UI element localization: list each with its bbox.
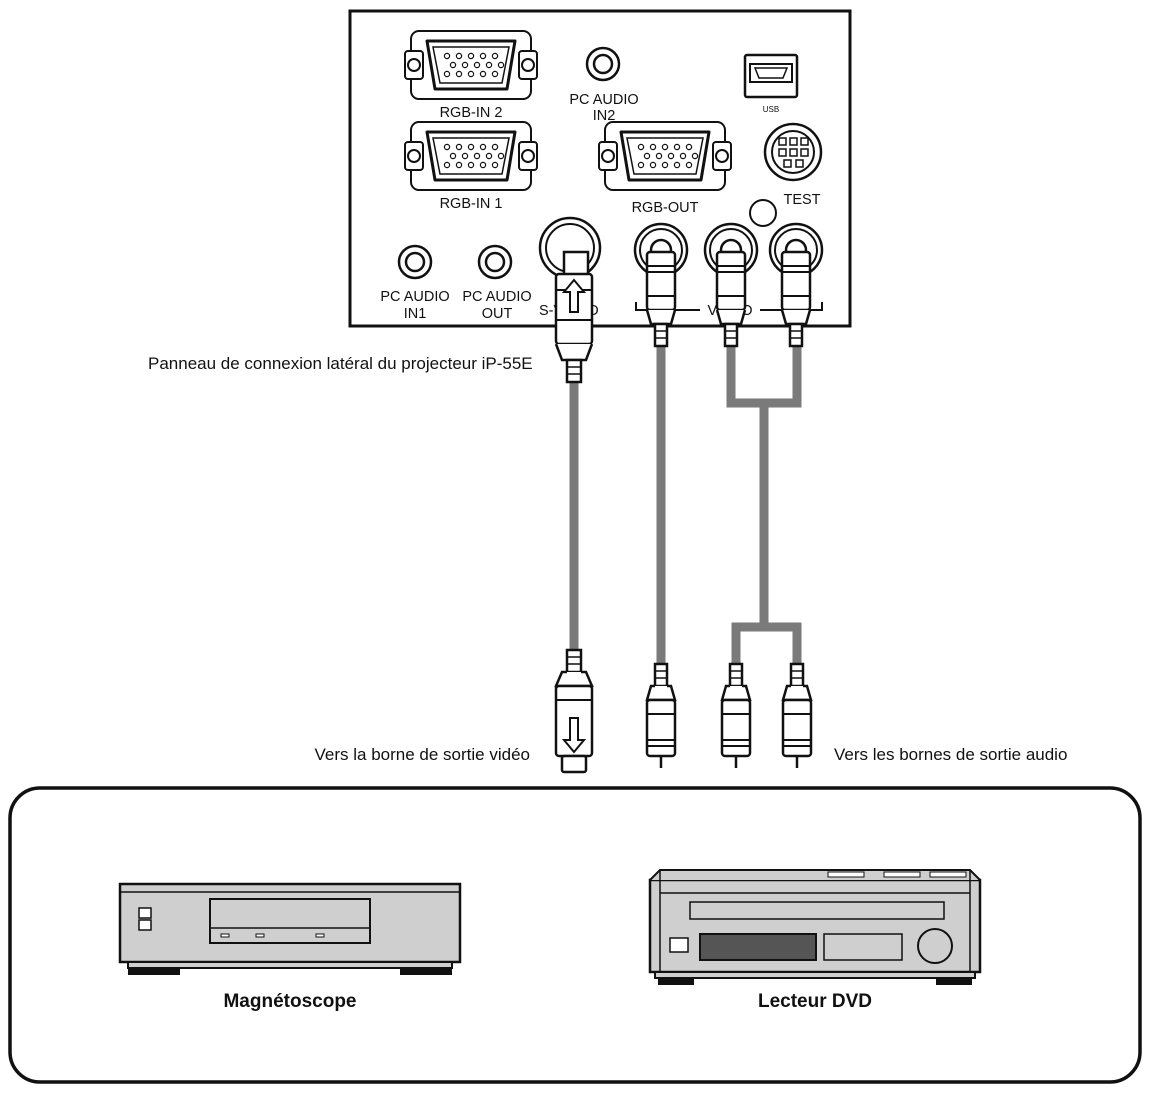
pc-audio-out-sublabel: OUT [482, 306, 513, 322]
pc-audio-out-jack [477, 244, 513, 280]
rgb-in2-port [403, 29, 539, 101]
usb-port [743, 53, 799, 99]
indicator-hole [749, 199, 777, 227]
s-video-plug-top [554, 250, 594, 384]
projector-panel: RGB-IN 2 RGB-IN 1 RGB-OUT PC AUDIO IN2 U… [348, 9, 852, 328]
cables [569, 345, 802, 667]
dvd-label: Lecteur DVD [758, 991, 872, 1012]
audio-cable [726, 345, 802, 667]
video-plug-bottom [645, 662, 677, 770]
audio-l-plug-top [715, 250, 747, 348]
vcr-device [118, 882, 462, 975]
panel-caption: Panneau de connexion latéral du projecte… [148, 354, 533, 373]
audio-r-plug-top [780, 250, 812, 348]
pc-audio-in2-sublabel: IN2 [593, 108, 616, 124]
audio-r-plug-bottom [781, 662, 813, 770]
test-port [763, 122, 823, 182]
pc-audio-in1-sublabel: IN1 [404, 306, 427, 322]
rgb-out-port [597, 120, 733, 192]
arrow-up-icon [561, 278, 587, 313]
pc-audio-in2-jack [585, 46, 621, 82]
pc-audio-in1-label: PC AUDIO [380, 289, 449, 305]
audio-output-label: Vers les bornes de sortie audio [834, 745, 1067, 764]
dvd-device [648, 869, 982, 985]
rgb-in1-port [403, 120, 539, 192]
usb-label: USB [763, 105, 779, 114]
rgb-out-label: RGB-OUT [632, 200, 699, 216]
audio-l-plug-bottom [720, 662, 752, 770]
vcr-label: Magnétoscope [223, 991, 356, 1012]
pc-audio-out-label: PC AUDIO [462, 289, 531, 305]
rgb-in1-label: RGB-IN 1 [440, 196, 503, 212]
video-bracket [635, 302, 823, 311]
devices-frame [8, 786, 1142, 1084]
arrow-down-icon [561, 717, 587, 754]
pc-audio-in1-jack [397, 244, 433, 280]
s-video-plug-bottom [554, 648, 594, 774]
video-plug-top [645, 250, 677, 348]
volume-knob-icon [917, 928, 953, 964]
rgb-in2-label: RGB-IN 2 [440, 105, 503, 121]
video-output-label: Vers la borne de sortie vidéo [315, 745, 530, 764]
pc-audio-in2-label: PC AUDIO [569, 92, 638, 108]
test-label: TEST [783, 192, 820, 208]
